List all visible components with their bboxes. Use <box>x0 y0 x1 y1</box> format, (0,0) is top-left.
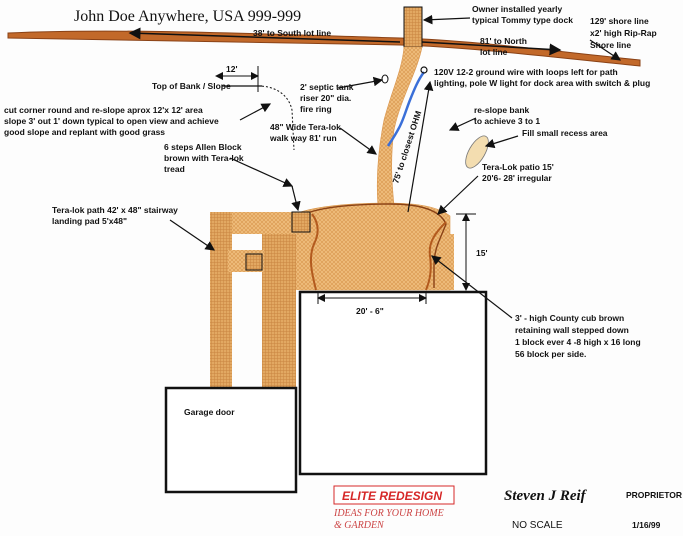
label-shore-2: x2' high Rip-Rap <box>590 28 657 38</box>
shore-line <box>7 30 641 67</box>
leader-steps <box>229 157 294 187</box>
logo: ELITE REDESIGN <box>342 489 442 503</box>
leader-steps-2 <box>291 185 301 212</box>
label-wall-1: 3' - high County cub brown <box>515 313 624 323</box>
no-scale: NO SCALE <box>512 520 563 531</box>
retaining-wall-right <box>425 221 447 291</box>
label-dim-12: 12' <box>226 64 237 74</box>
label-wall-3: 1 block ever 4 -8 high x 16 long <box>515 337 641 347</box>
logo-box <box>333 485 455 505</box>
label-dock-2: typical Tommy type dock <box>472 15 573 25</box>
label-reslope-1: re-slope bank <box>474 105 530 115</box>
label-reslope-2: to achieve 3 to 1 <box>474 116 540 126</box>
label-ground-1: 120V 12-2 ground wire with loops left fo… <box>434 67 618 77</box>
landing-pad <box>245 253 263 271</box>
label-patio-1: Tera-Lok patio 15' <box>482 162 554 172</box>
label-top-bank: Top of Bank / Slope <box>152 81 231 91</box>
label-corner-1: cut corner round and re-slope aprox 12'x… <box>4 105 203 115</box>
leader-shore <box>589 39 621 61</box>
label-recess: Fill small recess area <box>522 128 608 138</box>
label-steps-1: 6 steps Allen Block <box>164 142 242 152</box>
label-dim-15: 15' <box>476 248 487 258</box>
garage <box>164 386 298 494</box>
label-wall-4: 56 block per side. <box>515 349 586 359</box>
label-septic-2: riser 20" dia. <box>300 93 351 103</box>
label-path-2: landing pad 5'x48" <box>52 216 127 226</box>
proprietor: PROPRIETOR <box>626 490 682 500</box>
leader-reslope <box>448 117 477 131</box>
label-north-lot-1: 81' to North <box>480 36 527 46</box>
label-wall-2: retaining wall stepped down <box>515 325 629 335</box>
label-corner-3: good slope and replant with good grass <box>4 127 165 137</box>
label-path-1: Tera-lok path 42' x 48" stairway <box>52 205 178 215</box>
label-septic-3: fire ring <box>300 104 332 114</box>
path-inner-left <box>262 234 296 392</box>
light-pole <box>420 66 428 74</box>
date: 1/16/99 <box>632 520 661 530</box>
label-garage: Garage door <box>184 407 235 417</box>
north-lot-arrow <box>421 41 562 56</box>
label-septic-1: 2' septic tank <box>300 82 354 92</box>
label-north-lot-2: lot line <box>480 47 508 57</box>
label-walkway-1: 48" Wide Tera-lok <box>270 122 341 132</box>
label-steps-2: brown with Tera-lok <box>164 153 244 163</box>
label-patio-2: 20'6- 28' irregular <box>482 173 552 183</box>
leader-path <box>169 219 215 251</box>
label-corner-2: slope 3' out 1' down typical to open vie… <box>4 116 219 126</box>
south-lot-arrow <box>128 27 401 43</box>
upper-landing <box>214 212 310 234</box>
leader-ohm <box>407 80 434 213</box>
patio-edge <box>309 203 447 288</box>
label-dock-1: Owner installed yearly <box>472 4 563 14</box>
signature: Steven J Reif <box>504 488 588 504</box>
label-shore-1: 129' shore line <box>590 16 649 26</box>
recess-area <box>465 135 489 169</box>
label-steps-3: tread <box>164 164 185 174</box>
steps <box>291 211 311 233</box>
label-dim-20: 20' - 6" <box>356 306 384 316</box>
leader-wall <box>431 255 513 319</box>
label-ground-2: lighting, pole W light for dock area wit… <box>434 78 650 88</box>
tagline-2: & GARDEN <box>334 520 385 531</box>
septic-riser <box>381 74 389 84</box>
leader-corner <box>239 103 272 121</box>
retaining-wall-left <box>309 213 319 291</box>
tagline-1: IDEAS FOR YOUR HOME <box>333 508 444 519</box>
path-left <box>210 212 232 387</box>
label-shore-3: Shore line <box>590 40 631 50</box>
leader-recess <box>484 135 519 149</box>
dock <box>403 6 423 48</box>
label-south-lot: 38' to South lot line <box>253 28 331 38</box>
house <box>298 290 488 476</box>
label-walkway-2: walk way 81' run <box>269 133 337 143</box>
leader-walkway <box>339 127 377 155</box>
bank-dashed <box>257 85 295 151</box>
leader-patio <box>437 175 479 215</box>
leader-dock <box>422 14 471 25</box>
leader-septic <box>337 76 384 89</box>
ground-wire <box>386 71 426 147</box>
page-title: John Doe Anywhere, USA 999-999 <box>74 8 301 25</box>
